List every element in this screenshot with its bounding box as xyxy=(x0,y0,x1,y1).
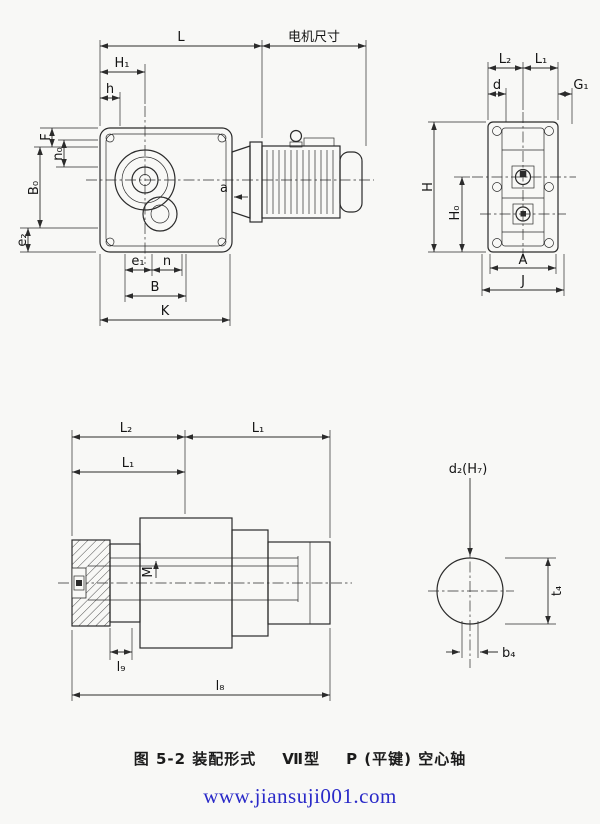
dim-label-d: d xyxy=(493,78,501,93)
dim-label-a: a xyxy=(220,181,228,196)
dim-label-d2: d₂(H₇) xyxy=(449,462,488,477)
hollow-shaft-body xyxy=(71,517,331,649)
top-left-assembly-view: L 电机尺寸 H₁ h F n₀ B₀ e₂ a e₁ n B K xyxy=(15,30,374,326)
dim-label-n: n xyxy=(163,254,171,269)
dim-label-G1: G₁ xyxy=(573,78,588,93)
dim-label-L: L xyxy=(177,30,185,45)
bottom-left-hollow-shaft-view: L₂ L₁ L₁ M l₉ l₈ xyxy=(58,421,352,701)
dimension-lines xyxy=(25,43,366,323)
extension-lines xyxy=(428,62,573,296)
technical-drawing: L 电机尺寸 H₁ h F n₀ B₀ e₂ a e₁ n B K xyxy=(15,30,589,701)
end-view-body xyxy=(487,121,559,253)
dim-label-L1-top: L₁ xyxy=(252,421,264,436)
dim-label-H0: H₀ xyxy=(448,206,463,221)
dimension-lines xyxy=(431,65,572,293)
dim-label-l8: l₈ xyxy=(216,679,225,694)
motor xyxy=(231,129,363,223)
dim-label-H: H xyxy=(421,182,436,192)
dim-label-e1: e₁ xyxy=(131,254,144,269)
dim-label-e2: e₂ xyxy=(15,233,30,246)
dim-label-M: M xyxy=(141,566,156,577)
dim-label-motor-size: 电机尺寸 xyxy=(288,30,340,45)
dim-label-L2: L₂ xyxy=(499,52,511,67)
dim-label-b4: b₄ xyxy=(502,646,515,661)
watermark-url: www.jiansuji001.com xyxy=(203,784,397,808)
top-right-end-view: L₂ L₁ d G₁ H H₀ A J xyxy=(421,52,589,296)
dimension-lines xyxy=(72,434,330,698)
bottom-right-shaft-section-view: d₂(H₇) t₄ b₄ xyxy=(428,462,565,668)
extension-lines xyxy=(461,557,556,658)
dim-label-t4: t₄ xyxy=(550,586,565,596)
dim-label-H1: H₁ xyxy=(115,56,130,71)
dim-label-A: A xyxy=(519,253,528,268)
dim-label-F: F xyxy=(39,133,54,140)
dim-label-J: J xyxy=(520,274,525,289)
caption-figure-number: 图 5-2 装配形式 xyxy=(133,750,257,768)
dim-label-L1: L₁ xyxy=(535,52,547,67)
dimension-lines xyxy=(446,478,551,655)
dim-label-L2: L₂ xyxy=(120,421,132,436)
dim-label-L1-inner: L₁ xyxy=(122,456,134,471)
caption-type: Ⅶ型 xyxy=(282,750,321,768)
extension-lines xyxy=(20,40,367,326)
dim-label-h: h xyxy=(106,82,114,97)
dim-label-l9: l₉ xyxy=(117,660,126,675)
caption-shaft: P (平键) 空心轴 xyxy=(346,750,467,768)
dim-label-B0: B₀ xyxy=(27,181,42,195)
extension-lines xyxy=(71,430,331,701)
shaft-circle xyxy=(436,557,504,625)
dim-label-B: B xyxy=(151,280,160,295)
dim-label-K: K xyxy=(161,304,170,319)
figure-caption: 图 5-2 装配形式 Ⅶ型 P (平键) 空心轴 xyxy=(0,748,600,769)
gearbox-housing xyxy=(99,127,233,253)
dim-label-n0: n₀ xyxy=(51,147,66,160)
